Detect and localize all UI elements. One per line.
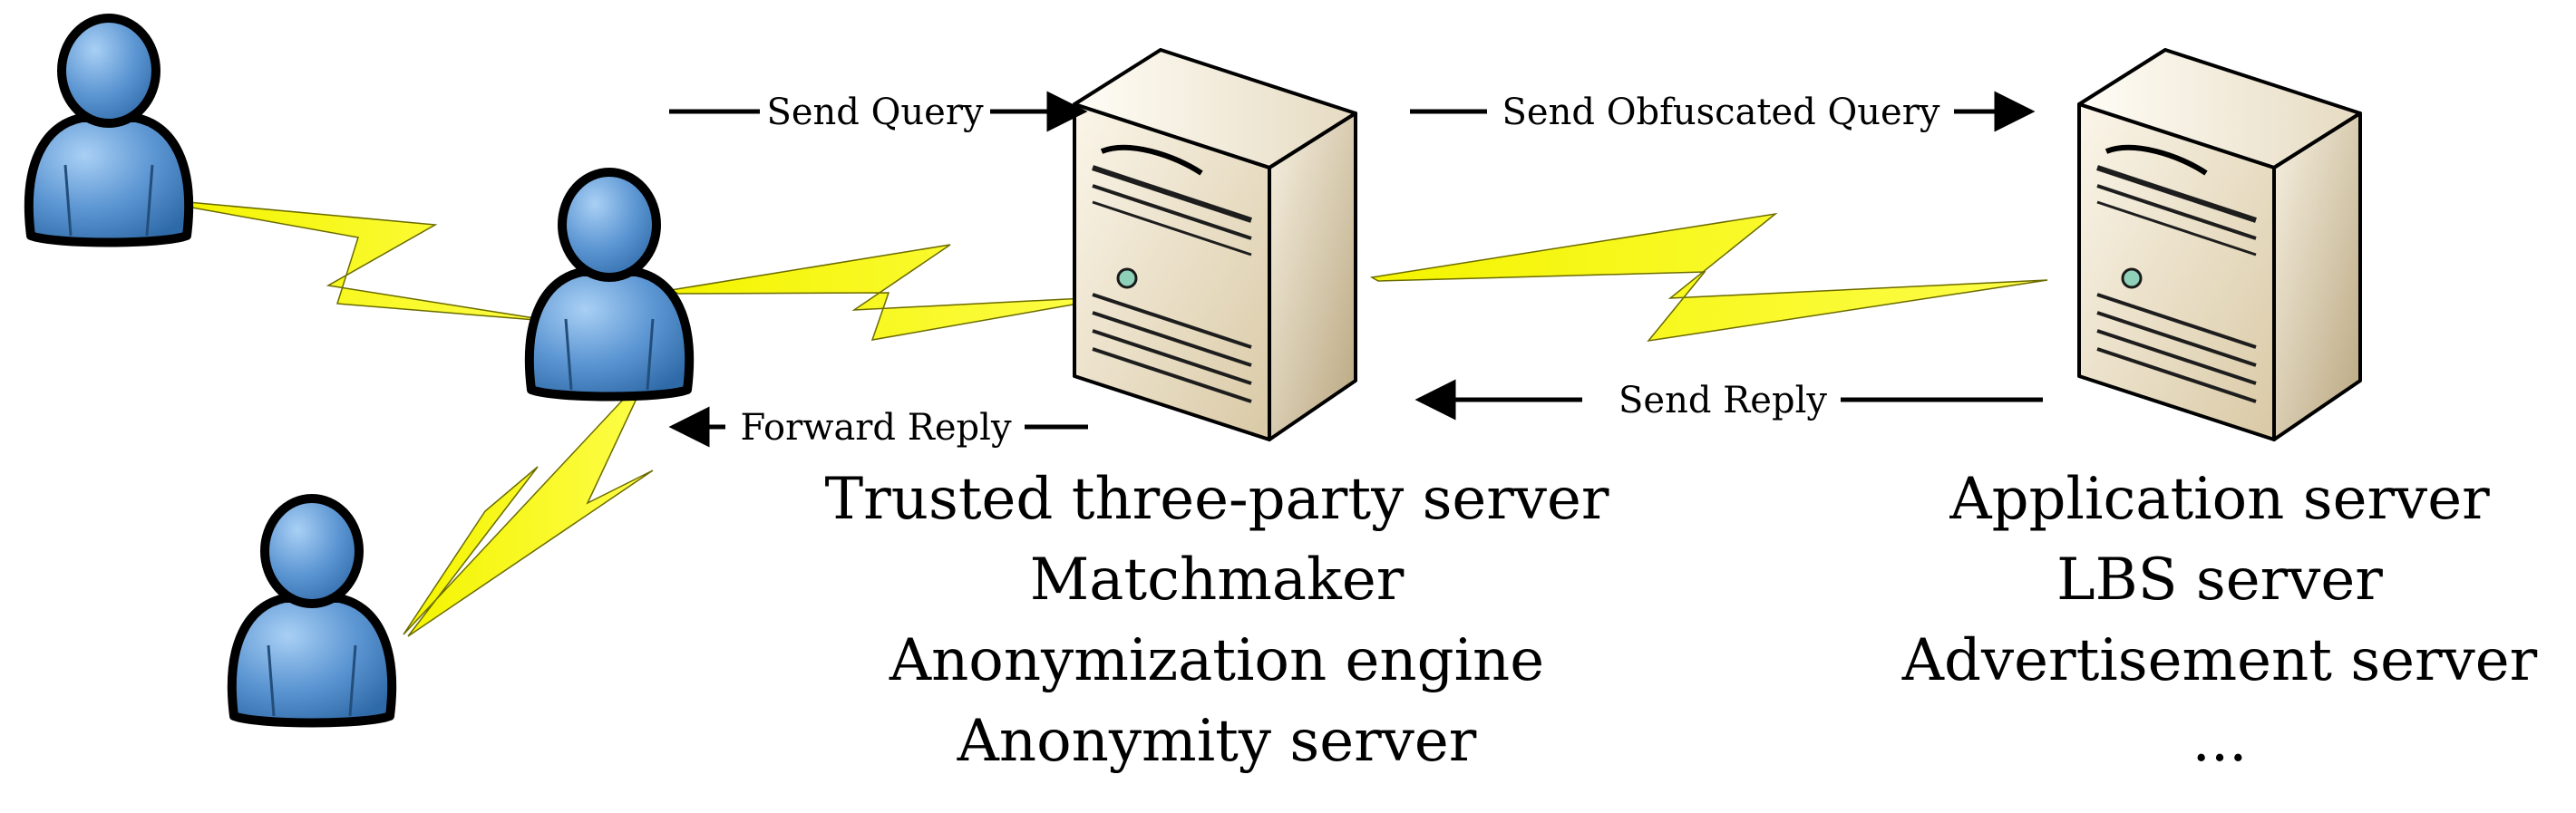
application-server-line-4: ... (2192, 708, 2247, 775)
trusted-server-icon (1074, 50, 1356, 440)
send-obfuscated-query-label: Send Obfuscated Query (1502, 92, 1940, 133)
send-reply-arrow: Send Reply (1414, 379, 2043, 421)
trusted-server-line-4: Anonymity server (957, 708, 1477, 775)
lightning-bolt-user2-trusted-server (668, 244, 1121, 341)
user-icon (232, 498, 392, 723)
lightning-bolt-trusted-to-application (1369, 212, 2048, 343)
trusted-server-line-2: Matchmaker (1030, 547, 1405, 614)
application-server-line-2: LBS server (2056, 547, 2383, 614)
forward-reply-label: Forward Reply (740, 407, 1011, 449)
user-icon (29, 18, 189, 243)
lightning-bolt-user1-user2 (167, 199, 559, 323)
trusted-server-caption: Trusted three-party server Matchmaker An… (824, 466, 1609, 775)
application-server-line-3: Advertisement server (1901, 627, 2538, 694)
send-obfuscated-query-arrow: Send Obfuscated Query (1410, 91, 2036, 133)
send-query-label: Send Query (766, 92, 984, 133)
forward-reply-arrow: Forward Reply (668, 406, 1088, 449)
application-server-icon (2079, 50, 2360, 440)
application-server-line-1: Application server (1949, 466, 2490, 533)
trusted-server-line-1: Trusted three-party server (824, 466, 1609, 533)
lightning-bolt-user2-user3 (403, 371, 654, 637)
send-reply-label: Send Reply (1619, 380, 1827, 421)
user-icon (530, 172, 689, 397)
send-query-arrow: Send Query (669, 91, 1088, 133)
trusted-server-line-3: Anonymization engine (889, 627, 1544, 694)
application-server-caption: Application server LBS server Advertisem… (1901, 466, 2538, 775)
